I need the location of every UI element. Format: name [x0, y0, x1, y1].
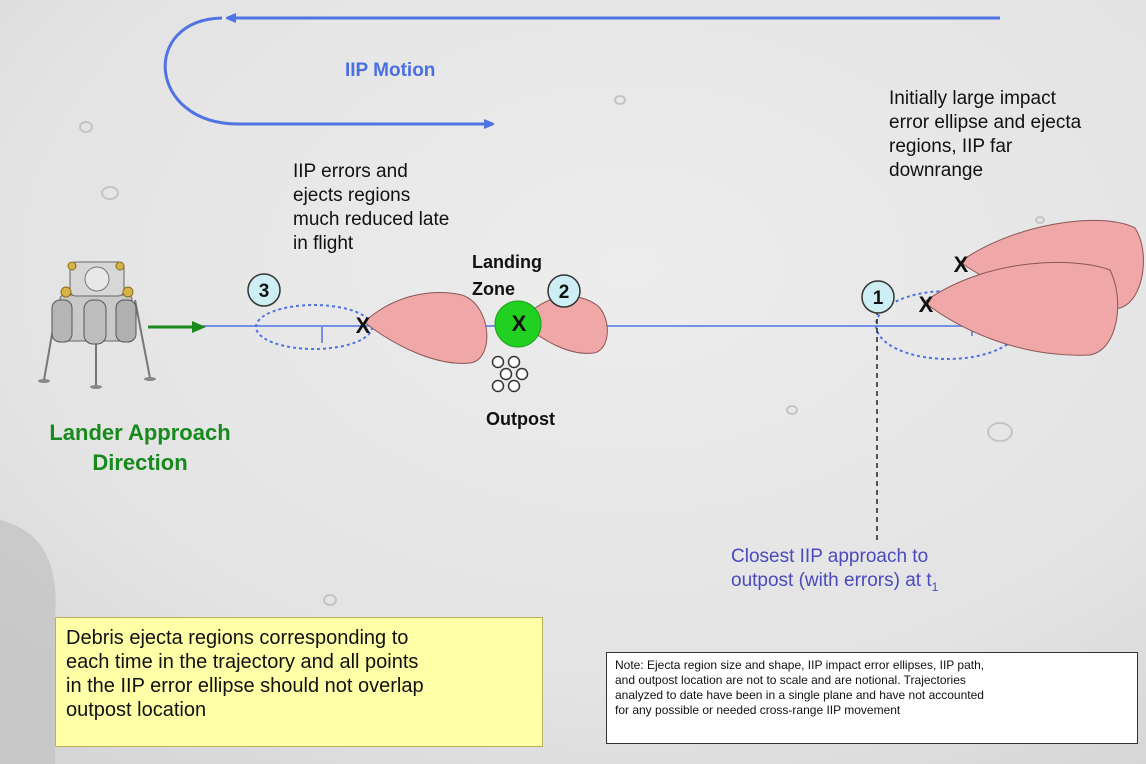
marker-1: 1 — [861, 280, 895, 314]
impact-x-2: X — [512, 311, 527, 336]
lander-approach-label: Lander Approach Direction — [49, 420, 231, 475]
landing-zone-circle — [494, 300, 542, 348]
marker-2-label: 2 — [559, 282, 570, 303]
crater-group — [79, 95, 1045, 606]
closest-approach-subscript: 1 — [931, 579, 939, 594]
impact-x-1b: X — [954, 252, 969, 277]
ejecta-region-3 — [363, 292, 488, 364]
debris-ejecta-note: Debris ejecta regions corresponding to e… — [55, 617, 543, 747]
outpost-modules-icon — [491, 355, 529, 393]
closest-approach-annotation: Closest IIP approach to outpost (with er… — [731, 545, 938, 599]
impact-x-1a: X — [919, 292, 934, 317]
initial-ellipse-annotation: Initially large impact error ellipse and… — [889, 88, 1082, 181]
crater — [614, 95, 626, 105]
scale-disclaimer-note: Note: Ejecta region size and shape, IIP … — [606, 652, 1138, 744]
crater — [987, 422, 1013, 442]
iip-motion-label: IIP Motion — [345, 60, 436, 81]
marker-1-label: 1 — [873, 288, 884, 309]
marker-3-label: 3 — [259, 281, 270, 302]
crater — [786, 405, 798, 415]
marker-2: 2 — [547, 274, 581, 308]
iip-motion-curve-arrow — [163, 16, 490, 124]
closest-approach-main-text: Closest IIP approach to outpost (with er… — [731, 546, 932, 591]
crater — [323, 594, 337, 606]
lander-module-icon — [38, 261, 156, 389]
crater — [79, 121, 93, 133]
impact-x-3: X — [356, 313, 371, 338]
marker-3: 3 — [247, 273, 281, 307]
ejecta-region-1a — [923, 262, 1119, 356]
late-flight-annotation: IIP errors and ejects regions much reduc… — [293, 161, 450, 254]
outpost-label: Outpost — [486, 409, 555, 429]
crater — [101, 186, 119, 200]
surface-shadow — [0, 520, 56, 764]
landing-zone-label: Landing Zone — [472, 252, 542, 299]
crater — [1035, 216, 1045, 224]
